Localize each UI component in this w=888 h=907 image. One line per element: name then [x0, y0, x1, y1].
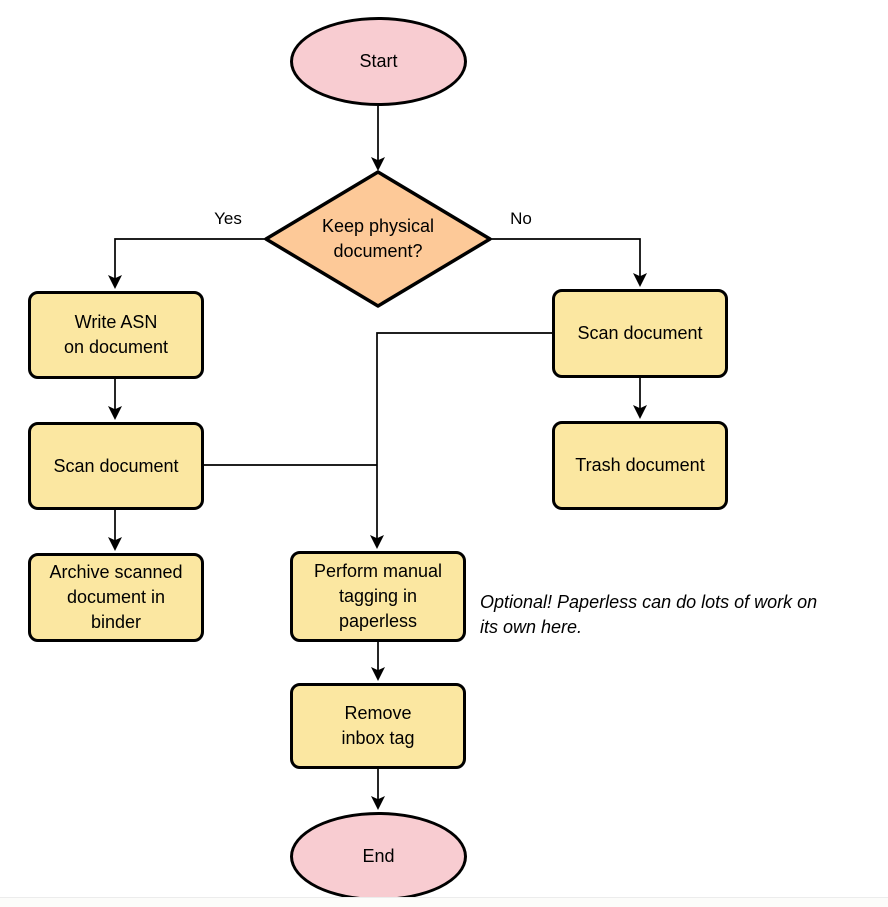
tagging-line3: paperless	[338, 611, 418, 631]
no-label: No	[510, 209, 532, 228]
annotation-line1: Optional! Paperless can do lots of work …	[480, 592, 818, 612]
tagging-line1: Perform manual	[313, 561, 443, 581]
end-label: End	[362, 846, 395, 866]
write-asn-line1: Write ASN	[74, 312, 158, 332]
start-label: Start	[359, 51, 398, 71]
decision-label-line2: document?	[333, 241, 423, 261]
process-scan-document-left: Scan document	[28, 422, 204, 510]
scan-left-label: Scan document	[53, 455, 179, 476]
edge-decision-yes-to-write-asn	[108, 238, 266, 289]
bottom-divider	[0, 897, 888, 907]
archive-line2: document in	[66, 587, 166, 607]
annotation-line2: its own here.	[480, 617, 583, 637]
archive-line3: binder	[90, 612, 142, 632]
process-remove-inbox-tag: Remove inbox tag	[290, 683, 466, 769]
write-asn-line2: on document	[63, 337, 169, 357]
end-node: End	[290, 812, 467, 901]
edge-scan-right-to-tagging	[370, 332, 552, 549]
decision-node: Keep physical document?	[266, 172, 490, 306]
process-trash-document: Trash document	[552, 421, 728, 510]
process-scan-document-right: Scan document	[552, 289, 728, 378]
edge-decision-no-to-scan-right	[490, 238, 647, 287]
yes-label: Yes	[214, 209, 242, 228]
scan-right-label: Scan document	[577, 323, 703, 343]
remove-inbox-line1: Remove	[344, 703, 412, 723]
remove-inbox-line2: inbox tag	[341, 728, 415, 748]
process-archive-binder: Archive scanned document in binder	[28, 553, 204, 642]
process-manual-tagging: Perform manual tagging in paperless	[290, 551, 466, 642]
tagging-line2: tagging in	[338, 586, 418, 606]
archive-line1: Archive scanned	[49, 562, 183, 582]
process-write-asn: Write ASN on document	[28, 291, 204, 379]
start-node: Start	[290, 17, 467, 106]
annotation-note: Optional! Paperless can do lots of work …	[480, 590, 884, 640]
decision-label-line1: Keep physical	[321, 216, 435, 236]
decision-diamond-shape	[264, 170, 492, 308]
trash-label: Trash document	[575, 455, 705, 475]
